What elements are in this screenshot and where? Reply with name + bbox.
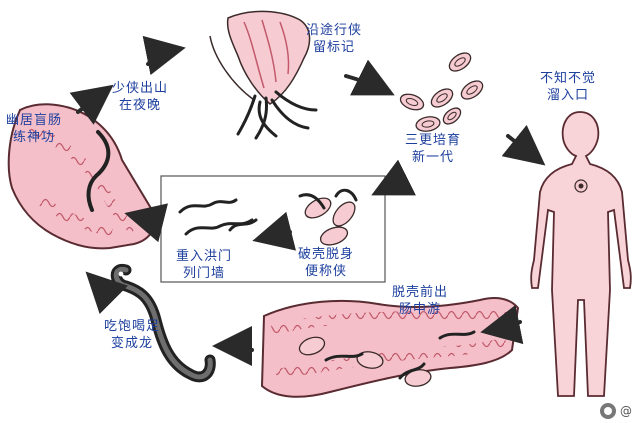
label-larva-reenter: 重入洪门列门墙 bbox=[176, 249, 233, 281]
label-colon-adult: 幽居盲肠练神功 bbox=[6, 113, 63, 145]
label-grow-adult: 吃饱喝足变成龙 bbox=[104, 319, 161, 351]
arrow-to-intestine bbox=[480, 304, 524, 345]
eggs-illustration bbox=[399, 52, 484, 132]
small-intestine-illustration bbox=[260, 297, 520, 398]
arrow-to-cecum bbox=[85, 271, 128, 314]
arrow-box-left-1 bbox=[252, 211, 297, 251]
watermark-logo-icon bbox=[600, 403, 616, 419]
arrow-to-eggs bbox=[344, 59, 395, 96]
watermark: @ bbox=[600, 403, 632, 419]
human-body-illustration bbox=[530, 111, 632, 397]
arrow-box-left-2 bbox=[124, 203, 169, 243]
label-eggs-hatch: 三更培育新一代 bbox=[405, 133, 462, 165]
cecum-illustration bbox=[7, 103, 156, 250]
label-egg-hatch-box: 破壳脱身便称侠 bbox=[298, 247, 355, 279]
label-worm-emerge: 少侠出山在夜晚 bbox=[112, 81, 169, 113]
arrow-to-body bbox=[501, 124, 546, 166]
arrow-cecum-up bbox=[69, 84, 114, 125]
label-ingestion: 不知不觉溜入口 bbox=[540, 71, 597, 103]
arrow-eggs-to-box bbox=[371, 159, 416, 196]
cycle-arrows bbox=[69, 35, 546, 367]
label-small-intestine: 脱壳前出肠中游 bbox=[392, 285, 449, 317]
arrow-to-adult bbox=[212, 326, 254, 367]
label-perianal: 沿途行侠留标记 bbox=[306, 23, 363, 55]
hatching-box bbox=[160, 175, 386, 283]
perianal-illustration bbox=[209, 10, 318, 140]
arrow-to-perianal bbox=[142, 35, 186, 76]
watermark-text: @ bbox=[620, 404, 632, 418]
